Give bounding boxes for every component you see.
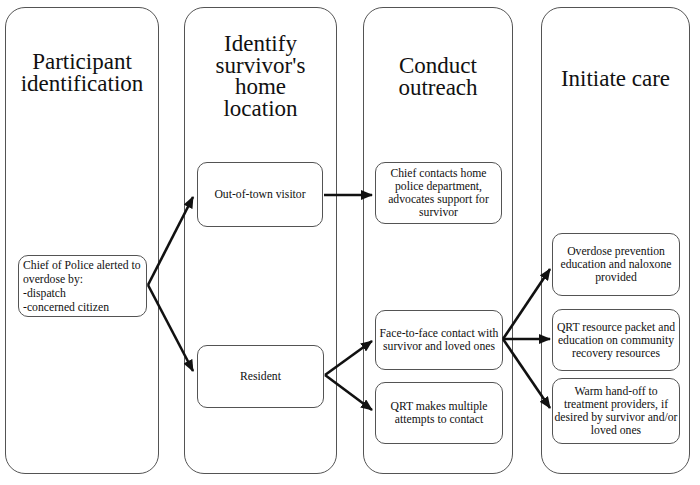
lane-title-conduct-outreach: Conduct outreach — [364, 55, 512, 98]
node-out-of-town-visitor: Out-of-town visitor — [197, 162, 323, 227]
node-overdose-prevention-education: Overdose prevention education and naloxo… — [552, 233, 680, 296]
node-face-to-face-contact: Face-to-face contact with survivor and l… — [375, 310, 503, 370]
node-resident: Resident — [197, 345, 324, 408]
node-qrt-resource-packet: QRT resource packet and education on com… — [552, 309, 680, 371]
lane-title-identify-home-location: Identify survivor's home location — [185, 33, 336, 119]
lane-title-participant-identification: Participant identification — [6, 51, 158, 94]
node-chief-alerted: Chief of Police alerted to overdose by: … — [18, 255, 147, 317]
node-chief-contacts-home-pd: Chief contacts home police department, a… — [375, 162, 502, 224]
node-qrt-multiple-attempts: QRT makes multiple attempts to contact — [375, 382, 503, 444]
node-warm-hand-off: Warm hand-off to treatment providers, if… — [552, 378, 680, 444]
lane-participant-identification: Participant identification — [5, 7, 159, 474]
lane-title-initiate-care: Initiate care — [542, 68, 689, 90]
